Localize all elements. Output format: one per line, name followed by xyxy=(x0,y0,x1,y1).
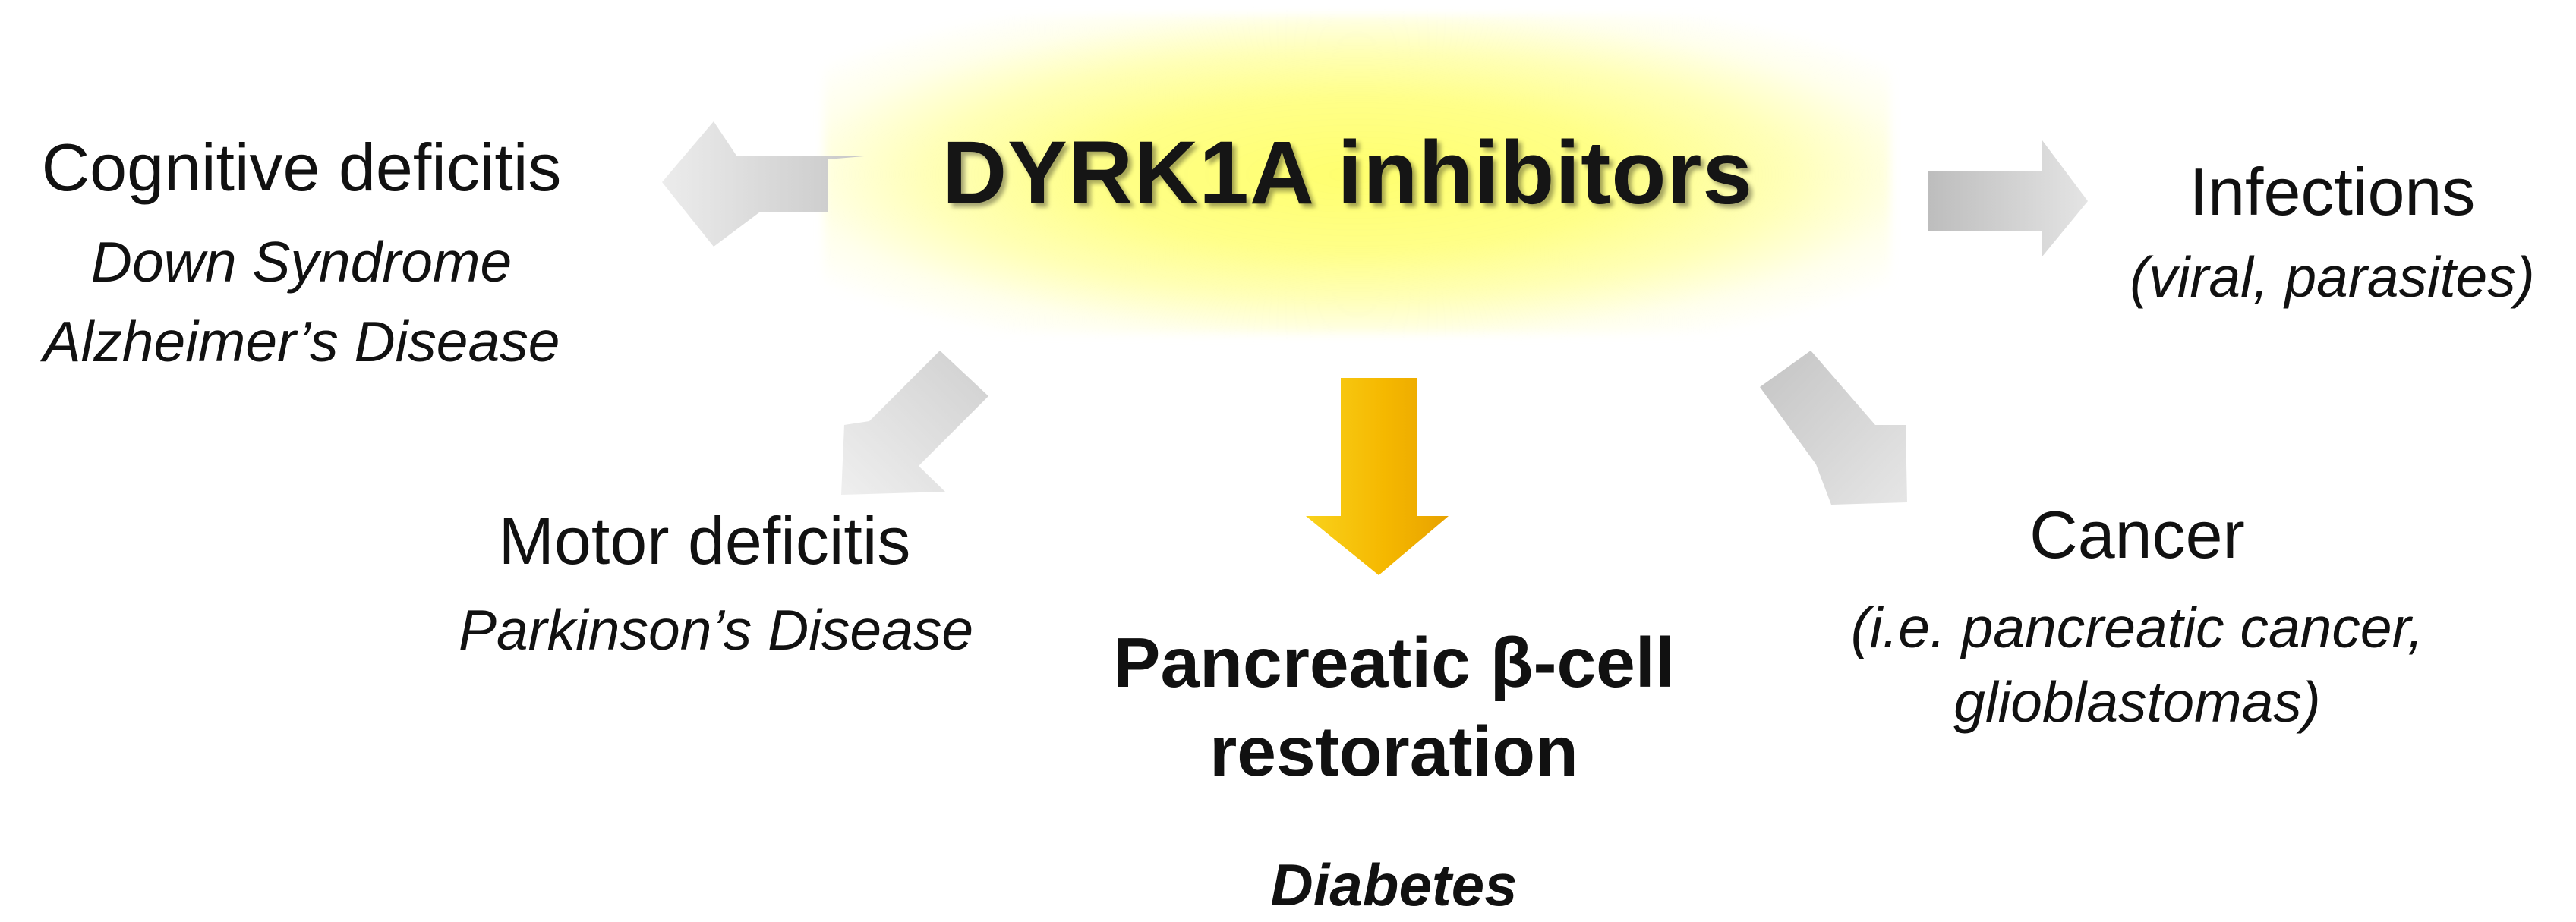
pancreatic-heading-line1: Pancreatic β-cell xyxy=(1113,623,1675,702)
arrow-right-icon xyxy=(1928,140,2088,256)
pancreatic-heading-line2: restoration xyxy=(1209,712,1578,791)
cancer-detail-line1: (i.e. pancreatic cancer, xyxy=(1850,596,2424,659)
arrow-left-icon xyxy=(662,121,873,247)
down-syndrome-label: Down Syndrome xyxy=(90,230,512,294)
diabetes-label: Diabetes xyxy=(1270,851,1518,918)
cancer-heading: Cancer xyxy=(2029,497,2245,572)
arrow-down-icon xyxy=(1306,378,1449,575)
arrow-down-left-icon xyxy=(841,351,988,495)
cognitive-deficits-heading: Cognitive deficitis xyxy=(41,130,562,205)
motor-deficits-heading: Motor deficitis xyxy=(498,503,911,578)
infections-heading: Infections xyxy=(2189,154,2476,229)
diagram-title: DYRK1A inhibitors xyxy=(941,123,1754,223)
alzheimers-label: Alzheimer’s Disease xyxy=(43,310,560,373)
arrow-down-right-icon xyxy=(1760,351,1907,505)
title-highlight-glow xyxy=(824,15,1890,334)
cancer-detail-line2: glioblastomas) xyxy=(1953,670,2321,734)
parkinsons-label: Parkinson’s Disease xyxy=(458,598,974,662)
infections-detail: (viral, parasites) xyxy=(2130,245,2535,309)
